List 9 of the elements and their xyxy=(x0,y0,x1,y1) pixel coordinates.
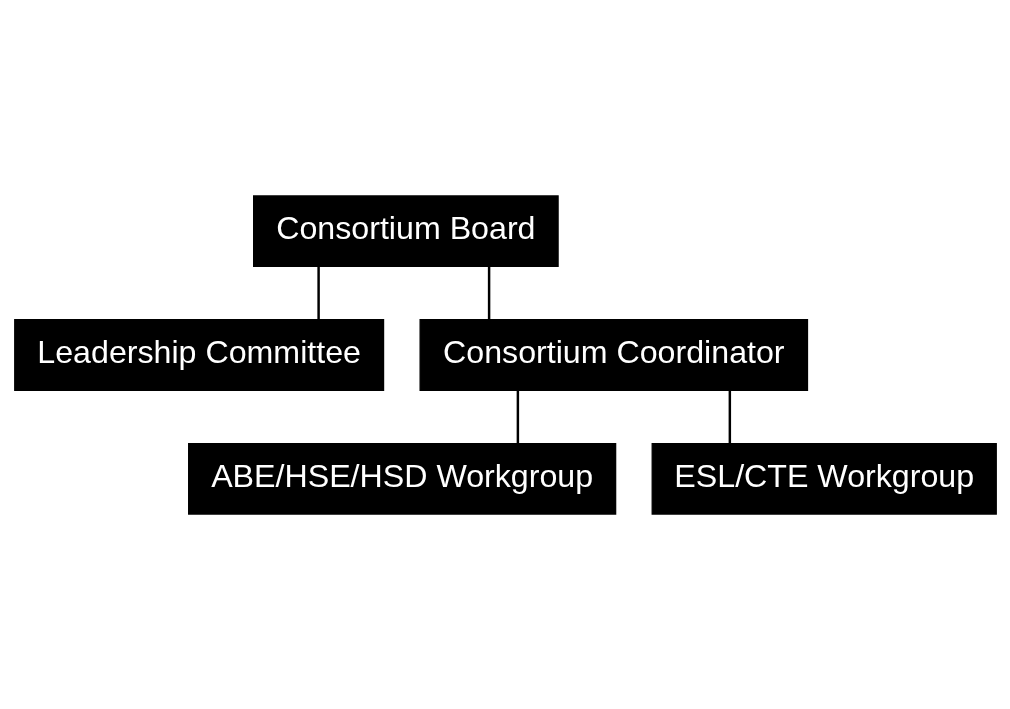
node-box: Consortium Board xyxy=(252,194,559,267)
connector xyxy=(487,266,490,320)
node-box: ABE/HSE/HSD Workgroup xyxy=(187,442,616,515)
node-box: Leadership Committee xyxy=(13,318,384,391)
node-box: ESL/CTE Workgroup xyxy=(651,442,997,515)
connector xyxy=(316,266,320,320)
connector xyxy=(728,389,731,443)
connector xyxy=(516,389,519,443)
node-box: Consortium Coordinator xyxy=(419,318,808,391)
